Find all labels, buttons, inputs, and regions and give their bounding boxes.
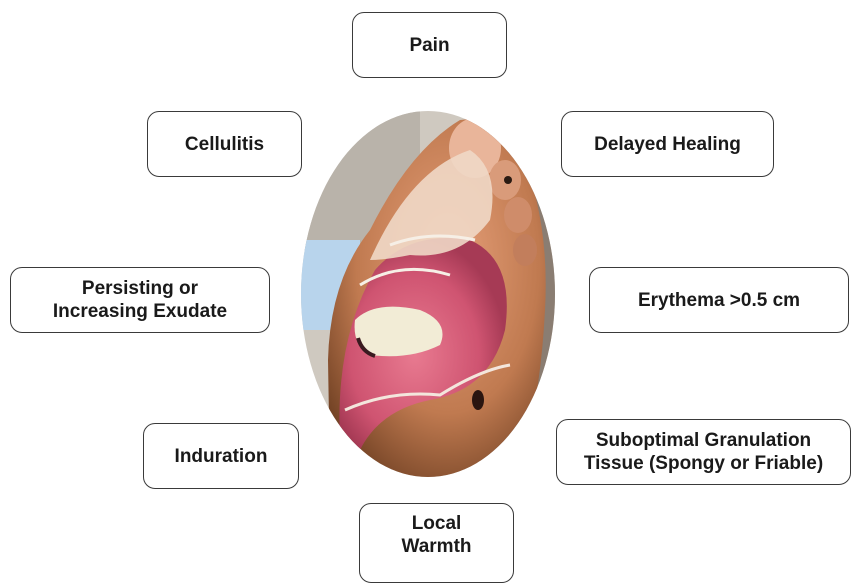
exudate-label-line1: Persisting or	[53, 277, 227, 300]
warmth-label-line1: Local	[401, 512, 471, 535]
induration-box: Induration	[143, 423, 299, 489]
granulation-box: Suboptimal Granulation Tissue (Spongy or…	[556, 419, 851, 485]
local-warmth-box: Local Warmth	[359, 503, 514, 583]
erythema-label: Erythema >0.5 cm	[638, 289, 800, 312]
granulation-label-line1: Suboptimal Granulation	[584, 429, 823, 452]
delayed-healing-box: Delayed Healing	[561, 111, 774, 177]
pain-box: Pain	[352, 12, 507, 78]
warmth-label-line2: Warmth	[401, 535, 471, 558]
exudate-box: Persisting or Increasing Exudate	[10, 267, 270, 333]
induration-label: Induration	[175, 445, 268, 468]
wound-photo	[300, 110, 556, 478]
cellulitis-box: Cellulitis	[147, 111, 302, 177]
exudate-label-line2: Increasing Exudate	[53, 300, 227, 323]
erythema-box: Erythema >0.5 cm	[589, 267, 849, 333]
pain-label: Pain	[409, 34, 449, 57]
delayed-healing-label: Delayed Healing	[594, 133, 741, 156]
cellulitis-label: Cellulitis	[185, 133, 264, 156]
granulation-label-line2: Tissue (Spongy or Friable)	[584, 452, 823, 475]
